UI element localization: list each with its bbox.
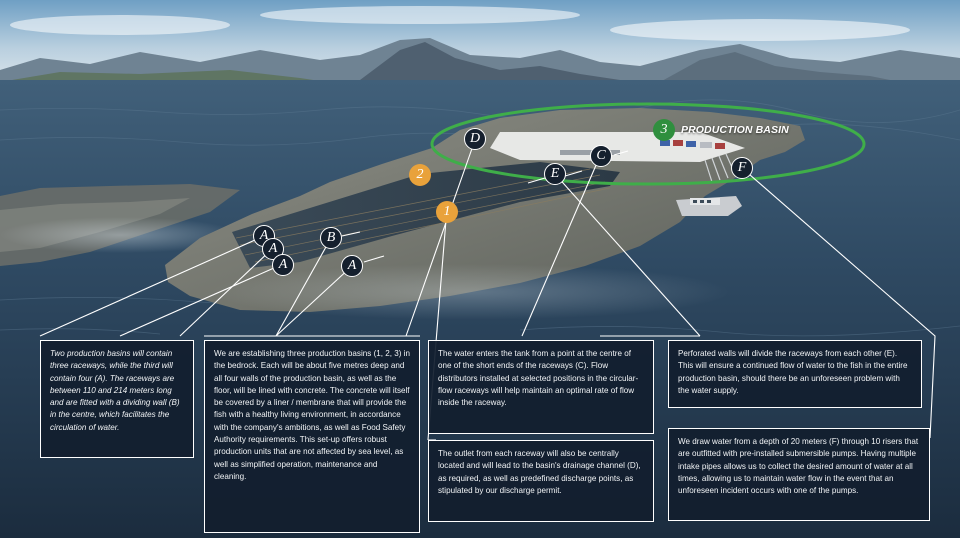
callout-inflow: The water enters the tank from a point a…	[428, 340, 654, 434]
callout-walls: Perforated walls will divide the raceway…	[668, 340, 922, 408]
callout-outlet: The outlet from each raceway will also b…	[428, 440, 654, 522]
callout-basins-text: We are establishing three production bas…	[214, 349, 411, 481]
marker-b: B	[320, 227, 342, 249]
marker-d: D	[464, 128, 486, 150]
callout-intake-text: We draw water from a depth of 20 meters …	[678, 437, 919, 496]
marker-basin-2: 2	[409, 164, 431, 186]
marker-e: E	[544, 163, 566, 185]
clouds	[10, 6, 910, 41]
callout-intake: We draw water from a depth of 20 meters …	[668, 428, 930, 521]
callout-raceways: Two production basins will contain three…	[40, 340, 194, 458]
well-boat	[676, 196, 742, 216]
callout-raceways-text: Two production basins will contain three…	[50, 349, 180, 432]
marker-a-3: A	[272, 254, 294, 276]
marker-basin-1: 1	[436, 201, 458, 223]
callout-outlet-text: The outlet from each raceway will also b…	[438, 449, 641, 495]
marker-f: F	[731, 157, 753, 179]
marker-c: C	[590, 145, 612, 167]
callout-inflow-text: The water enters the tank from a point a…	[438, 349, 639, 408]
marker-basin-3: 3	[653, 119, 675, 141]
marker-a-4: A	[341, 255, 363, 277]
production-basin-label: PRODUCTION BASIN	[681, 124, 789, 136]
production-basin-3-pad	[490, 132, 745, 162]
production-basin-ellipse	[430, 102, 866, 186]
callout-basins: We are establishing three production bas…	[204, 340, 420, 533]
raceway-lines	[235, 168, 611, 263]
callout-walls-text: Perforated walls will divide the raceway…	[678, 349, 908, 395]
